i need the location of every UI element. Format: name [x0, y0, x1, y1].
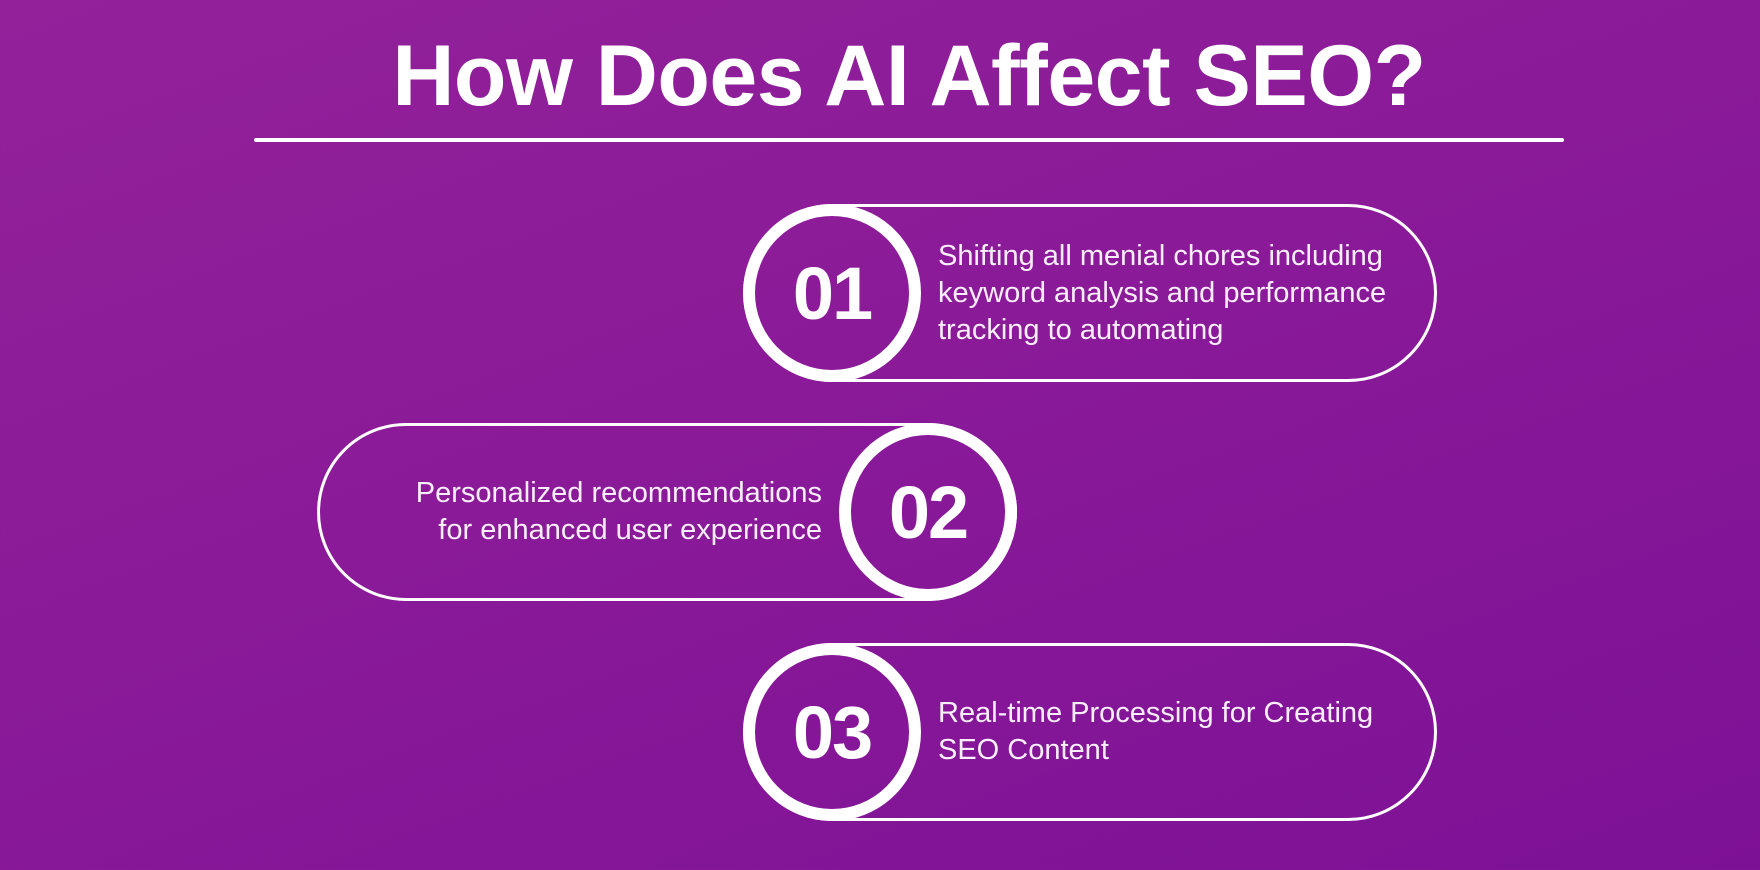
number-badge: 02	[839, 423, 1017, 601]
number-badge: 03	[743, 643, 921, 821]
item-number: 03	[792, 691, 873, 774]
item-card-03: 03 Real-time Processing for Creating SEO…	[743, 643, 1437, 821]
item-description-text: Real-time Processing for Creating SEO Co…	[938, 697, 1374, 766]
item-number: 02	[888, 471, 969, 554]
item-description-text: Personalized recommendations for enhance…	[415, 477, 822, 546]
title-divider	[254, 138, 1564, 142]
item-description: Shifting all menial chores including key…	[938, 207, 1414, 379]
item-card-02: 02 Personalized recommendations for enha…	[317, 423, 1017, 601]
item-card-01: 01 Shifting all menial chores including …	[743, 204, 1437, 382]
number-badge: 01	[743, 204, 921, 382]
page-title: How Does AI Affect SEO?	[392, 28, 1426, 124]
item-description-text: Shifting all menial chores including key…	[938, 239, 1387, 346]
item-description: Personalized recommendations for enhance…	[340, 426, 822, 598]
item-description: Real-time Processing for Creating SEO Co…	[938, 646, 1414, 818]
item-number: 01	[792, 252, 873, 335]
